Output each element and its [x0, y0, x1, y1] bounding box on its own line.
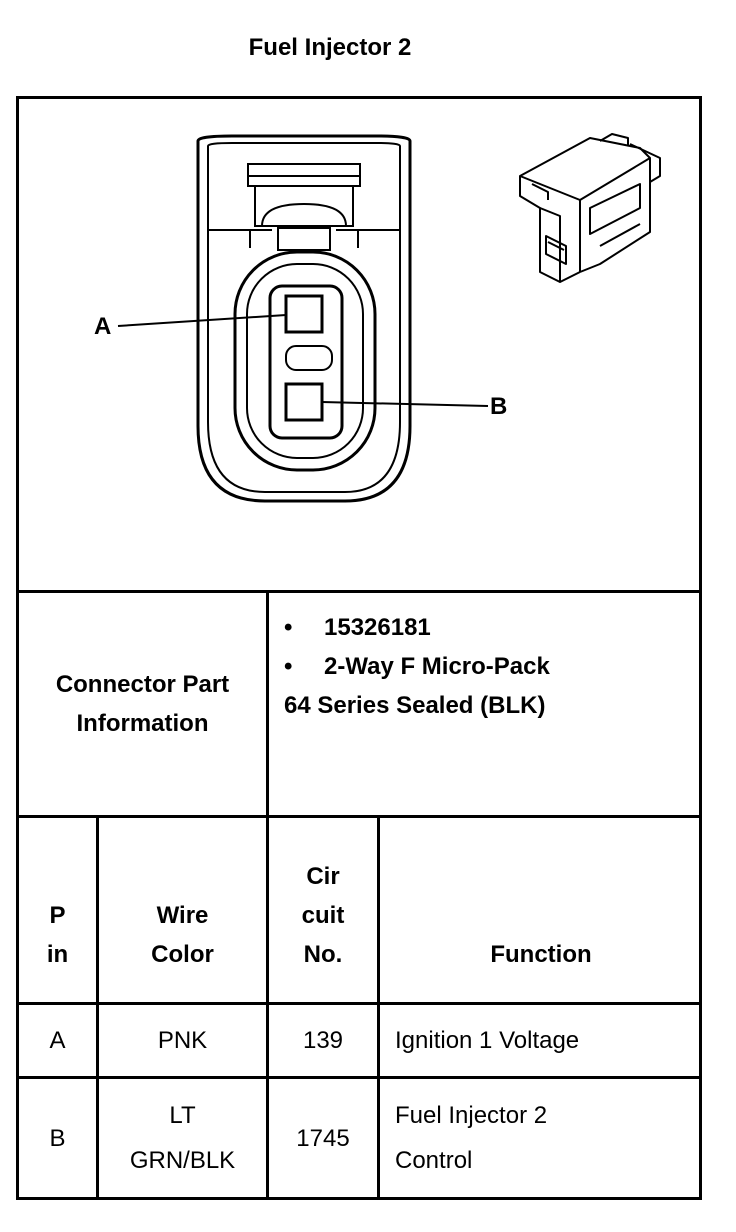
- row-a-function: Ignition 1 Voltage: [395, 1005, 695, 1076]
- header-wire-color-line2: Color: [151, 941, 214, 968]
- row-b-circuit: 1745: [296, 1124, 350, 1152]
- row-a-bottom-divider: [16, 1076, 702, 1079]
- connector-info-details: • 15326181 • 2-Way F Micro-Pack 64 Series …: [284, 608, 550, 725]
- row-a-wire-line1: PNK: [157, 1027, 208, 1054]
- connector-housing-inner: [207, 142, 401, 493]
- seal-inner-ring: [246, 263, 364, 459]
- page-title: Fuel Injector 2: [248, 34, 412, 61]
- bullet-part-number: •: [284, 614, 293, 641]
- header-function: Function: [380, 935, 702, 992]
- part-number: 15326181: [324, 614, 431, 641]
- row-b-function-line1: Fuel Injector 2: [395, 1102, 548, 1129]
- center-key: [285, 345, 333, 371]
- header-bottom-divider: [16, 1002, 702, 1005]
- pin-b-leader: [321, 401, 489, 407]
- header-pin-line1: P: [49, 902, 66, 929]
- latch-base: [254, 185, 354, 227]
- latch-neck: [277, 227, 331, 251]
- connector-description-line2: 64 Series Sealed (BLK): [284, 692, 546, 719]
- cavity-a: [284, 294, 324, 334]
- row-b-function: Fuel Injector 2 Control: [395, 1079, 695, 1197]
- header-function-text: Function: [490, 941, 592, 968]
- connector-face-diagram: A B: [94, 133, 661, 503]
- pin-column-divider: [96, 815, 99, 1200]
- header-pin-line2: in: [46, 941, 69, 968]
- row-a-wire-color: PNK: [99, 1005, 266, 1076]
- connector-description-line1: 2-Way F Micro-Pack: [324, 653, 550, 680]
- cavity-b: [284, 382, 324, 422]
- header-circuit-number: Cir cuit No.: [269, 857, 377, 992]
- info-bottom-divider: [16, 815, 702, 818]
- info-column-divider: [266, 590, 269, 1200]
- seal-outer-ring: [233, 250, 377, 472]
- connector-info-label: Connector Part Information: [19, 593, 266, 815]
- row-b-wire-color: LT GRN/BLK: [99, 1079, 266, 1197]
- row-b-pin: B: [49, 1124, 66, 1152]
- header-wire-color: Wire Color: [99, 896, 266, 992]
- connector-info-label-line1: Connector Part: [55, 671, 230, 698]
- connector-housing-outline: [196, 134, 412, 503]
- circuit-column-divider: [377, 815, 380, 1200]
- pin-a-label: A: [94, 313, 111, 340]
- pin-b-label: B: [490, 393, 507, 420]
- row-b-wire-line1: LT: [169, 1102, 196, 1129]
- header-circuit-line3: No.: [303, 941, 343, 968]
- latch-tab: [261, 202, 347, 227]
- pin-a-leader: [117, 314, 287, 327]
- diagram-bottom-divider: [16, 590, 702, 593]
- bullet-description: •: [284, 653, 293, 680]
- row-a-function-line1: Ignition 1 Voltage: [395, 1027, 580, 1054]
- header-circuit-line1: Cir: [306, 863, 340, 890]
- row-b-function-line2: Control: [395, 1147, 473, 1174]
- header-pin: P in: [19, 896, 96, 992]
- connector-isometric-icon: [519, 133, 661, 283]
- header-wire-color-line1: Wire: [156, 902, 209, 929]
- row-b-wire-line2: GRN/BLK: [129, 1147, 236, 1174]
- row-a-pin: A: [49, 1027, 66, 1054]
- connector-table-frame: [16, 96, 702, 1200]
- row-a-circuit: 139: [302, 1027, 344, 1054]
- header-circuit-line2: cuit: [301, 902, 345, 929]
- terminal-carrier: [268, 284, 344, 440]
- connector-info-label-line2: Information: [76, 710, 209, 737]
